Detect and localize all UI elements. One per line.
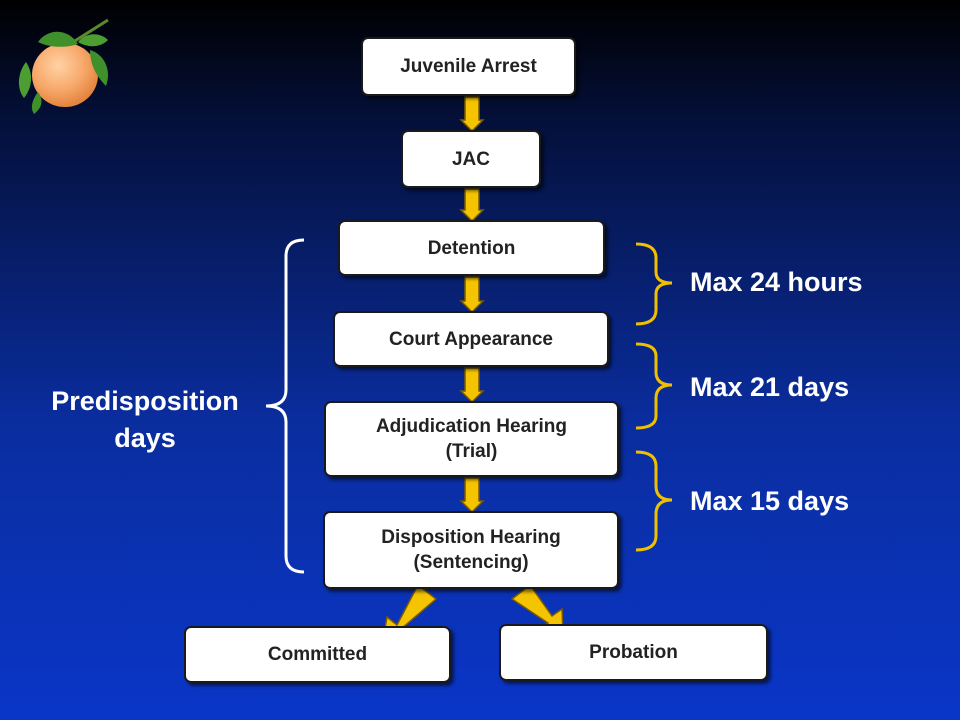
node-juvenile-arrest-label: Juvenile Arrest	[400, 56, 537, 77]
node-jac: JAC	[401, 130, 541, 188]
node-disposition-line-1: Disposition Hearing	[381, 527, 561, 548]
node-jac-label: JAC	[451, 148, 490, 170]
node-committed: Committed	[184, 626, 451, 683]
predisposition-label: Predisposition days	[40, 383, 250, 457]
node-court-appearance-label: Court Appearance	[389, 328, 553, 350]
time-limit-15-days: Max 15 days	[690, 486, 850, 516]
predisposition-line-1: Predisposition	[51, 386, 239, 416]
bracket-15-days	[635, 450, 673, 552]
time-limit-24-hours: Max 24 hours	[690, 267, 863, 297]
orange-fruit-icon	[18, 18, 109, 114]
node-disposition-hearing: Disposition Hearing (Sentencing)	[323, 511, 619, 589]
arrow-jac-to-detention	[459, 188, 485, 223]
arrow-arrest-to-jac	[459, 96, 485, 133]
node-probation-label: Probation	[589, 642, 678, 663]
bracket-21-days	[635, 342, 673, 430]
node-probation: Probation	[499, 624, 768, 681]
time-limit-21-days: Max 21 days	[690, 372, 850, 402]
bracket-24-hours	[635, 242, 673, 326]
predisposition-line-2: days	[114, 423, 176, 453]
node-juvenile-arrest: Juvenile Arrest	[361, 37, 576, 96]
arrow-court-to-adjudication	[459, 367, 485, 404]
node-detention-label: Detention	[427, 237, 516, 259]
node-adjudication-line-1: Adjudication Hearing	[375, 416, 568, 437]
node-detention: Detention	[338, 220, 605, 276]
bracket-predisposition	[265, 238, 305, 574]
arrow-detention-to-court	[459, 276, 485, 314]
arrow-adjudication-to-disposition	[459, 477, 485, 514]
node-adjudication-line-2: (Trial)	[445, 441, 498, 462]
node-committed-label: Committed	[267, 644, 368, 665]
node-court-appearance: Court Appearance	[333, 311, 609, 367]
node-adjudication-hearing: Adjudication Hearing (Trial)	[324, 401, 619, 477]
node-disposition-line-2: (Sentencing)	[413, 552, 529, 573]
